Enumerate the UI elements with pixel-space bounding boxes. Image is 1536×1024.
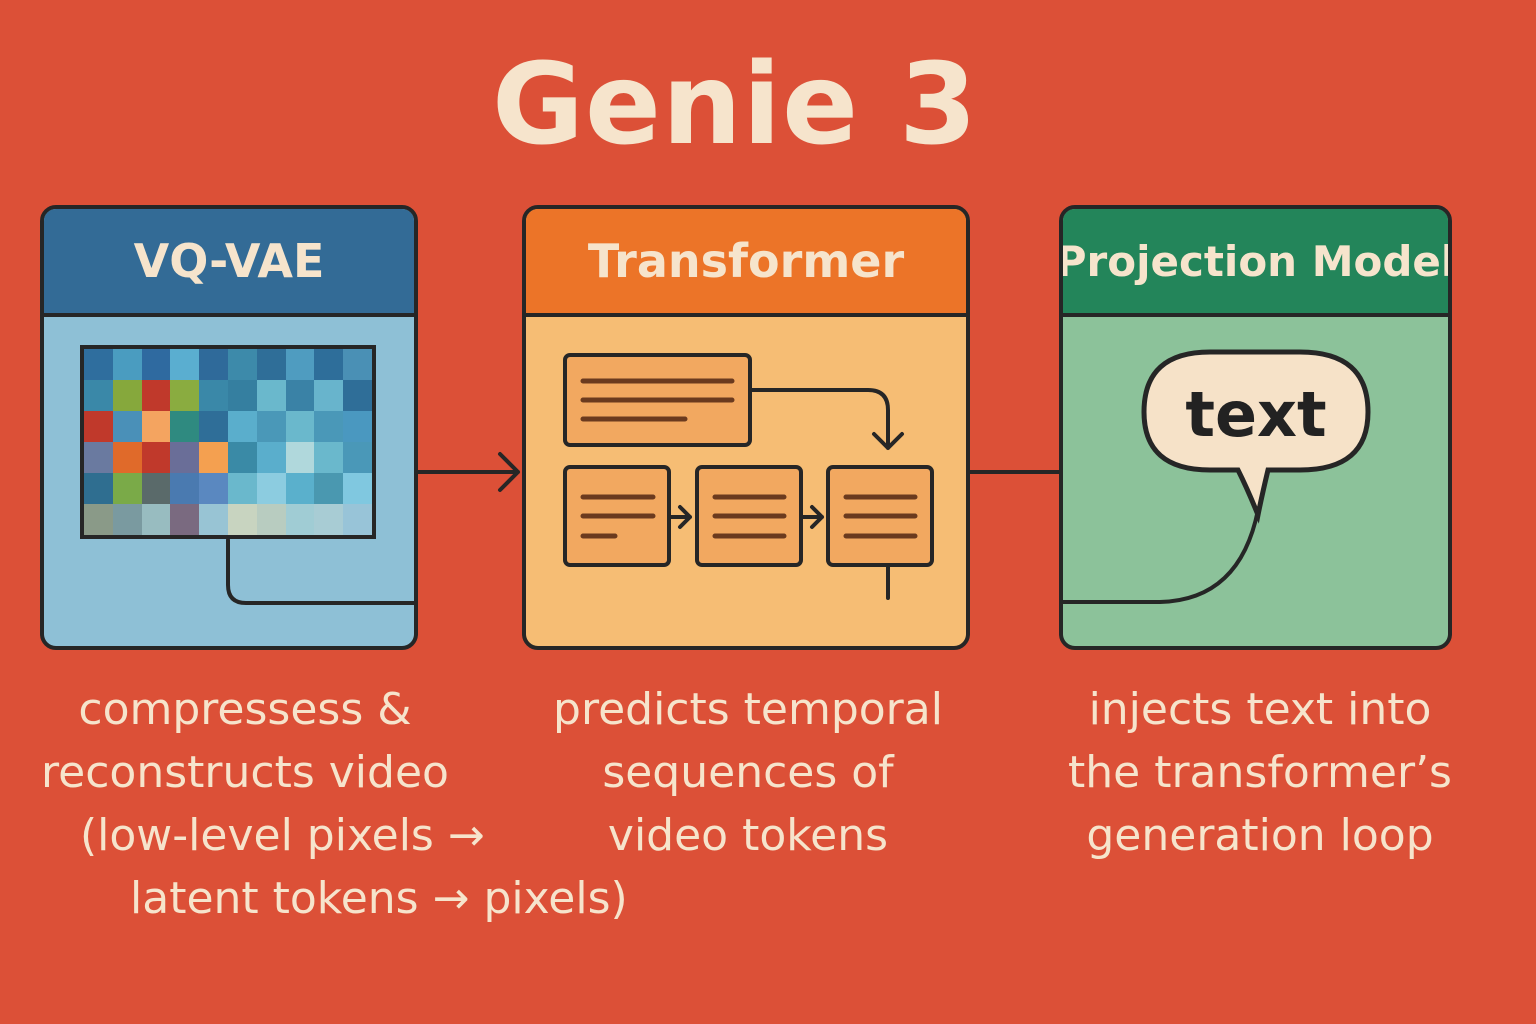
pixel-cell bbox=[84, 442, 113, 473]
caption-line: injects text into bbox=[1088, 684, 1432, 735]
pixel-cell bbox=[285, 442, 315, 473]
pixel-cell bbox=[256, 504, 286, 535]
speech-bubble-icon bbox=[1141, 349, 1371, 524]
token-flow-arrow bbox=[748, 388, 904, 450]
pixel-cell bbox=[199, 380, 228, 411]
projection-caption: injects text into the transformer’s gene… bbox=[1040, 678, 1480, 867]
pixel-cell bbox=[256, 473, 286, 504]
pixel-cell bbox=[227, 380, 257, 411]
pixel-cell bbox=[227, 349, 257, 380]
caption-line: reconstructs video bbox=[41, 747, 449, 798]
pixel-cell bbox=[141, 504, 171, 535]
caption-line: the transformer’s bbox=[1068, 747, 1452, 798]
pixel-cell bbox=[314, 349, 344, 380]
pixel-cell bbox=[199, 473, 228, 504]
pixel-cell bbox=[285, 473, 315, 504]
pixel-cell bbox=[285, 411, 315, 442]
bubble-tail-line bbox=[1061, 508, 1260, 604]
pixel-cell bbox=[285, 349, 315, 380]
pixel-cell bbox=[170, 442, 200, 473]
pixel-cell bbox=[141, 349, 171, 380]
pixel-cell bbox=[343, 380, 372, 411]
pixel-cell bbox=[314, 504, 344, 535]
pixel-grid-image bbox=[80, 345, 376, 539]
caption-line: predicts temporal bbox=[553, 684, 943, 735]
pixel-cell bbox=[199, 411, 228, 442]
pixel-cell bbox=[314, 411, 344, 442]
caption-line: latent tokens → pixels) bbox=[130, 873, 628, 924]
pixel-cell bbox=[343, 349, 372, 380]
caption-line: sequences of bbox=[602, 747, 894, 798]
pixel-cell bbox=[343, 473, 372, 504]
transformer-caption: predicts temporal sequences of video tok… bbox=[520, 678, 976, 867]
pixel-cell bbox=[112, 349, 142, 380]
pixel-cell bbox=[199, 504, 228, 535]
pixel-cell bbox=[84, 411, 113, 442]
pixel-cell bbox=[112, 442, 142, 473]
projection-model-panel: Projection Model bbox=[1059, 205, 1452, 650]
pixel-cell bbox=[112, 473, 142, 504]
pixel-cell bbox=[141, 473, 171, 504]
token-arrow-2 bbox=[800, 505, 824, 529]
pixel-cell bbox=[170, 380, 200, 411]
pixel-cell bbox=[314, 442, 344, 473]
pixel-cell bbox=[112, 411, 142, 442]
vqvae-caption: compressess & reconstructs video (low-le… bbox=[20, 678, 628, 930]
pixel-cell bbox=[227, 411, 257, 442]
pixel-cell bbox=[314, 380, 344, 411]
pixel-cell bbox=[227, 504, 257, 535]
pixel-cell bbox=[84, 380, 113, 411]
caption-line: video tokens bbox=[607, 810, 889, 861]
pixel-cell bbox=[285, 504, 315, 535]
vqvae-to-transformer-arrow bbox=[416, 452, 520, 492]
caption-line: generation loop bbox=[1086, 810, 1434, 861]
pixel-cell bbox=[84, 473, 113, 504]
pixel-cell bbox=[227, 473, 257, 504]
bubble-text: text bbox=[1185, 378, 1326, 451]
pixel-cell bbox=[199, 442, 228, 473]
pixel-cell bbox=[285, 380, 315, 411]
pixel-cell bbox=[170, 349, 200, 380]
pixel-cell bbox=[141, 380, 171, 411]
pixel-cell bbox=[112, 380, 142, 411]
diagram-title: Genie 3 bbox=[492, 40, 978, 170]
caption-line: (low-level pixels → bbox=[80, 810, 485, 861]
caption-line: compressess & bbox=[78, 684, 412, 735]
pixel-cell bbox=[227, 442, 257, 473]
projection-model-header: Projection Model bbox=[1063, 209, 1448, 317]
transformer-header: Transformer bbox=[526, 209, 966, 317]
token-arrow-1 bbox=[668, 505, 692, 529]
pixel-cell bbox=[314, 473, 344, 504]
pixel-cell bbox=[170, 411, 200, 442]
vqvae-output-line bbox=[226, 538, 416, 605]
pixel-cell bbox=[343, 504, 372, 535]
pixel-cell bbox=[256, 349, 286, 380]
pixel-cell bbox=[256, 380, 286, 411]
pixel-cell bbox=[141, 442, 171, 473]
pixel-cell bbox=[170, 473, 200, 504]
vqvae-header: VQ-VAE bbox=[44, 209, 414, 317]
pixel-cell bbox=[170, 504, 200, 535]
transformer-panel: Transformer bbox=[522, 205, 970, 650]
pixel-cell bbox=[256, 411, 286, 442]
pixel-cell bbox=[112, 504, 142, 535]
pixel-cell bbox=[343, 411, 372, 442]
pixel-cell bbox=[84, 349, 113, 380]
pixel-cell bbox=[141, 411, 171, 442]
pixel-cell bbox=[84, 504, 113, 535]
pixel-cell bbox=[256, 442, 286, 473]
pixel-cell bbox=[199, 349, 228, 380]
pixel-cell bbox=[343, 442, 372, 473]
